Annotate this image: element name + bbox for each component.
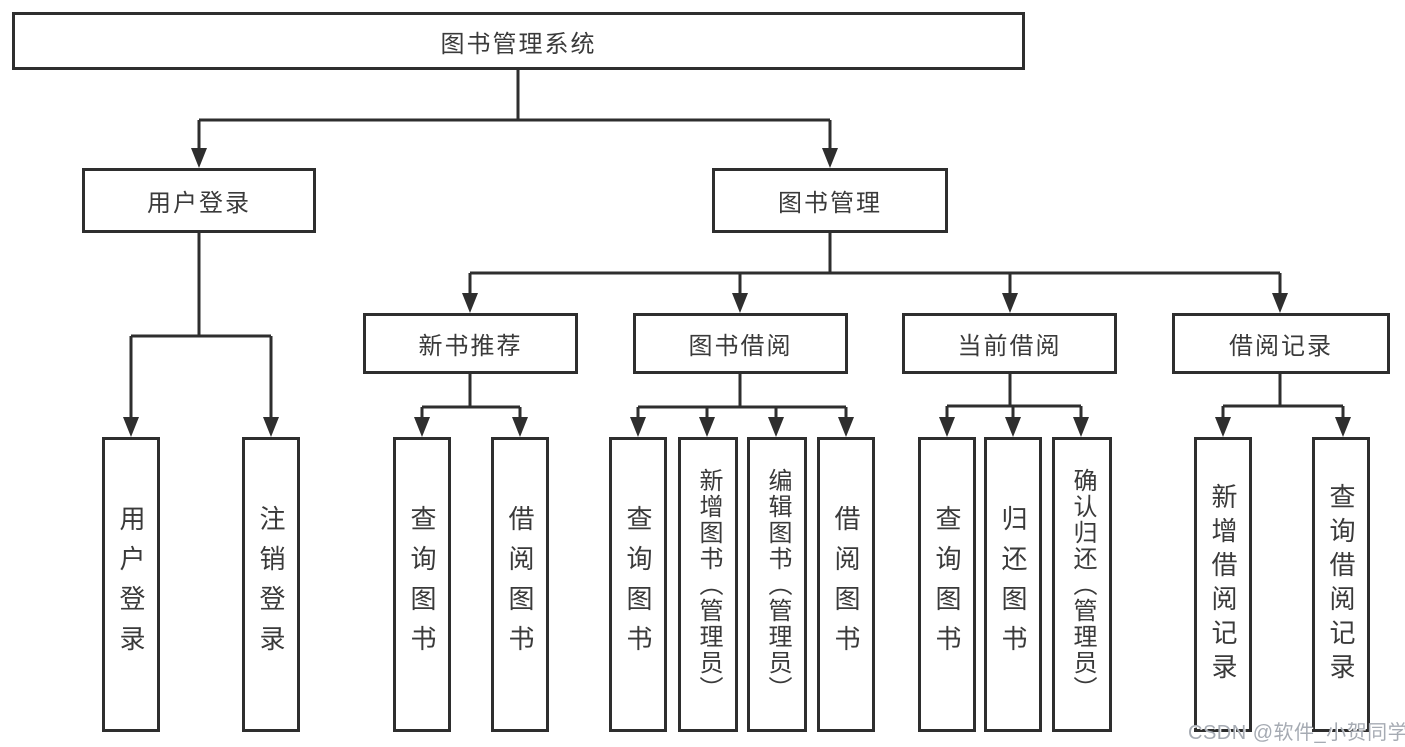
connector-newbooks-to-leaves <box>420 374 522 419</box>
arrowhead <box>630 417 646 437</box>
arrowhead <box>1005 417 1021 437</box>
arrowheads <box>123 148 1351 437</box>
leaf-borrow-books-recommend: 借阅图书 <box>491 437 549 732</box>
leaf-user-login: 用户登录 <box>102 437 160 732</box>
leaf-query-borrow-record: 查询借阅记录 <box>1312 437 1370 732</box>
node-book-management: 图书管理 <box>712 168 948 233</box>
arrowhead <box>1002 293 1018 313</box>
arrowhead <box>123 417 139 437</box>
node-borrowing-records: 借阅记录 <box>1172 313 1390 374</box>
leaf-confirm-return-admin: 确认归还（管理员） <box>1052 437 1112 732</box>
leaf-add-borrow-record: 新增借阅记录 <box>1194 437 1252 732</box>
leaf-logout: 注销登录 <box>242 437 300 732</box>
connector-current-to-leaves <box>945 374 1083 419</box>
arrowhead <box>768 417 784 437</box>
arrowhead <box>1335 417 1351 437</box>
arrowhead <box>1215 417 1231 437</box>
connector-login-to-leaves <box>129 233 273 419</box>
node-book-borrowing: 图书借阅 <box>633 313 848 374</box>
node-user-login: 用户登录 <box>82 168 316 233</box>
arrowhead <box>191 148 207 168</box>
node-root-system: 图书管理系统 <box>12 12 1025 70</box>
arrowhead <box>414 417 430 437</box>
leaf-query-books-current: 查询图书 <box>918 437 976 732</box>
arrowhead <box>939 417 955 437</box>
arrowhead <box>1272 293 1288 313</box>
arrowhead <box>732 293 748 313</box>
arrowhead <box>512 417 528 437</box>
connector-root-to-level2 <box>197 70 832 150</box>
arrowhead <box>822 148 838 168</box>
connector-records-to-leaves <box>1221 374 1345 419</box>
leaf-edit-book-admin: 编辑图书（管理员） <box>747 437 807 732</box>
leaf-query-books-borrowing: 查询图书 <box>609 437 667 732</box>
leaf-return-book: 归还图书 <box>984 437 1042 732</box>
arrowhead <box>263 417 279 437</box>
connector-borrowing-to-leaves <box>636 374 848 419</box>
arrowhead <box>699 417 715 437</box>
csdn-watermark: CSDN @软件_小贺同学 <box>1188 722 1405 744</box>
leaf-borrow-books-borrowing: 借阅图书 <box>817 437 875 732</box>
node-current-borrowing: 当前借阅 <box>902 313 1117 374</box>
arrowhead <box>1073 417 1089 437</box>
leaf-query-books-recommend: 查询图书 <box>393 437 451 732</box>
arrowhead <box>462 293 478 313</box>
arrowhead <box>838 417 854 437</box>
connector-mgmt-to-level3 <box>468 233 1282 295</box>
leaf-add-book-admin: 新增图书（管理员） <box>678 437 738 732</box>
node-new-book-recommend: 新书推荐 <box>363 313 578 374</box>
